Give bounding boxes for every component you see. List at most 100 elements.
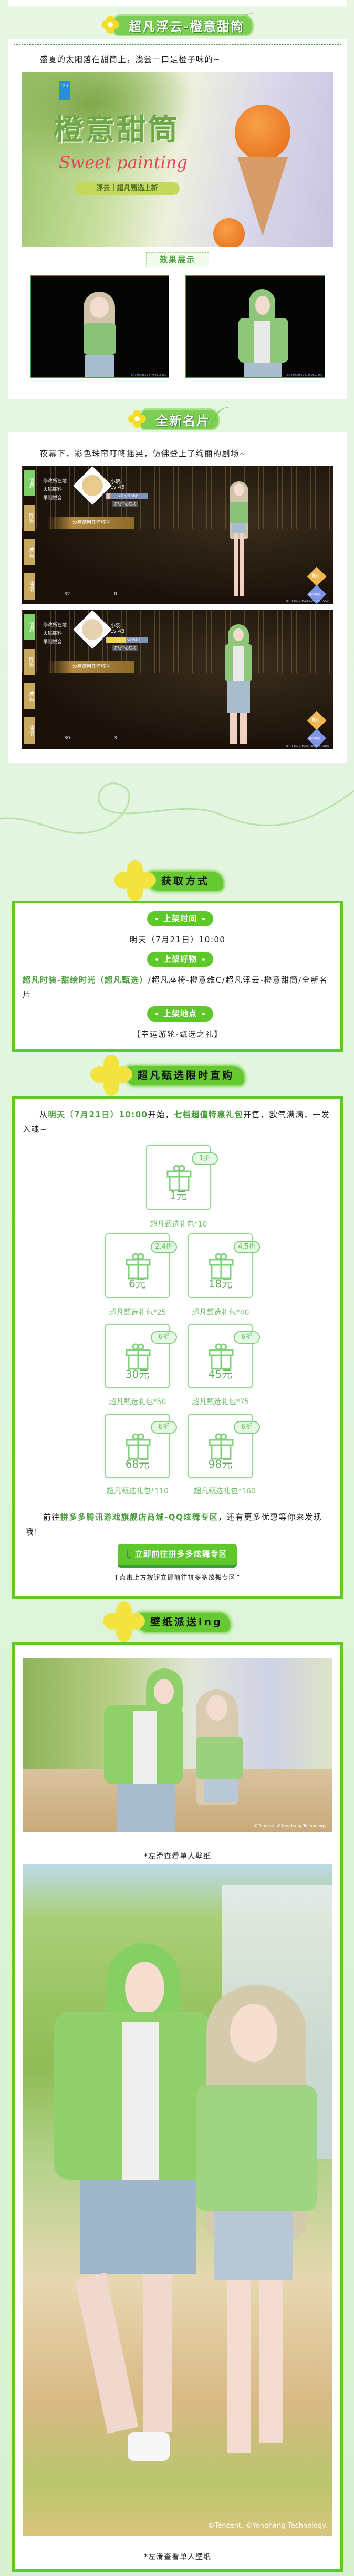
gift-label: 超凡甄选礼包*10 [150,1220,207,1229]
gift-label: 超凡甄选礼包*50 [109,1398,166,1406]
wallpaper-caption: *左滑查看单人壁纸 [144,2553,211,2561]
gift-icon [126,1253,151,1280]
intro-text: 开始， [148,1110,174,1119]
namecard-id: ID:3397985944753815552 [286,600,329,603]
flower-icon [114,860,156,901]
place-value: 【幸运游轮-甄选之礼】 [132,1029,223,1039]
previous-card [8,0,347,6]
gift-pack-card: 6折 45元 [188,1324,260,1388]
discount-badge: 1折 [192,1152,218,1165]
gift-price: 45元 [208,1368,233,1380]
hotpot-row: 火锅底料 [43,631,63,636]
release-time-value: 明天（7月21日）10:00 [129,935,226,944]
side-tab-achievement[interactable]: 成就 [24,683,35,709]
namecard-id: ID:3397985940459110400 [286,745,329,748]
discount-badge: 6折 [151,1421,177,1434]
side-tab-partner[interactable]: 伴侣 [24,573,35,600]
photo-id: ID:3397985944753815552 [131,374,166,377]
button-note: ↑点击上方按钮立即前往拼多多炫舞专区↑ [113,1574,242,1581]
outro-store: 拼多多腾讯游戏旗舰店商城-QQ炫舞专区 [60,1512,218,1522]
effect-label: 效果展示 [146,252,209,267]
section-banner-namecard: 全新名片 [128,403,241,437]
player-name: 小璐 [110,479,121,485]
go-to-pinduoduo-button[interactable]: 立即前往拼多多炫舞专区 [118,1544,237,1565]
wallpaper-couple-landscape[interactable]: ©Tencent. ©Yonghang Technology. [23,1658,332,1832]
intro-text: 开售，欧气满满，一发入魂~ [23,1110,330,1134]
flower-icon [103,1601,145,1642]
side-tab-achievement[interactable]: 成就 [24,539,35,565]
flower-count[interactable]: 3 [114,736,117,741]
like-count[interactable]: 30 [64,736,70,741]
decorative-curve [0,782,354,834]
gift-price: 1元 [170,1189,187,1202]
side-tab-partner[interactable]: 伴侣 [24,717,35,744]
copyright: ©Tencent. ©Yonghang Technology. [254,1823,327,1828]
effect-label-text: 效果展示 [159,255,195,264]
gift-label: 超凡甄选礼包*40 [192,1308,249,1317]
title-bar[interactable]: 没有使用任何称号 [47,517,134,529]
save-label: 保存 [311,573,320,578]
cone-description: 盛夏的太阳落在甜筒上，浅尝一口是橙子味的~ [40,55,221,64]
gift-pack-card: 2.4折 6元 [105,1233,177,1298]
discount-badge: 4.5折 [234,1241,260,1253]
side-tab-album[interactable]: 图鉴 [24,505,35,531]
discount-badge: 6折 [234,1331,260,1344]
player-level: Lv 45 [110,485,125,490]
exit-preview-label: 退出预览 [308,737,321,740]
cone-illustration [237,157,288,236]
exp-text: 4105/8501 [118,637,141,642]
game-center-badge: 游戏中心启动 [112,645,138,651]
photo-id: ID:3397985940459110400 [287,374,322,377]
gift-price: 30元 [125,1368,150,1380]
gift-price: 98元 [208,1458,233,1470]
gift-pack-card: 4.5折 18元 [188,1233,260,1298]
shop-outro: 前往拼多多腾讯游戏旗舰店商城-QQ炫舞专区，还有更多优惠等你来发现哦！ [25,1510,335,1539]
banner-subtitle: 浮云丨超凡甄选上新 [75,182,180,195]
voice-row[interactable]: 录制悦音 [43,496,63,501]
discount-badge: 2.4折 [151,1241,177,1253]
gift-label: 超凡甄选礼包*25 [109,1308,166,1317]
gift-pack-card: 6折 30元 [105,1324,177,1388]
exp-text: 705/9368 [118,493,139,498]
heading-acquire: 获取方式 [114,860,230,901]
gift-icon [126,1343,151,1370]
outro-text: ，还有更多优惠等你来发现哦！ [25,1512,322,1537]
gift-icon [166,1165,192,1191]
intro-packs: 七档超值特惠礼包 [174,1110,244,1119]
discount-badge: 6折 [234,1421,260,1434]
namecard-screenshot-male: 信息 图鉴 成就 伴侣 修改所在地 火锅底料 录制悦音 小羽 Lv 43 410… [22,610,333,749]
player-name: 小羽 [110,623,121,629]
gift-price: 68元 [125,1458,150,1470]
gift-label: 超凡甄选礼包*160 [194,1487,256,1496]
player-level: Lv 43 [110,628,125,634]
gift-pack-card: 6折 98元 [188,1414,260,1478]
title-bar[interactable]: 没有使用任何称号 [47,661,134,673]
side-tab-info[interactable]: 信息 [24,470,35,496]
namecard-screenshot-female: 信息 图鉴 成就 伴侣 修改所在地 火锅底料 录制悦音 小璐 Lv 45 705… [22,466,333,604]
title-text: 没有使用任何称号 [72,520,111,525]
gift-pack-card: 1折 1元 [146,1145,218,1210]
flower-count[interactable]: 0 [114,592,117,597]
shop-intro: 从明天（7月21日）10:00开始，七档超值特惠礼包开售，欧气满满，一发入魂~ [23,1107,335,1137]
flower-icon [128,410,146,428]
namecard-description: 夜幕下，彩色珠帘叮咚摇晃，仿佛登上了绚丽的剧场~ [40,449,247,458]
shop-box: 从明天（7月21日）10:00开始，七档超值特惠礼包开售，欧气满满，一发入魂~ … [12,1096,343,1599]
heading-title: 超凡甄选限时直购 [138,1070,235,1081]
banner-script: Sweet painting [59,152,188,172]
gift-icon [209,1253,234,1280]
like-count[interactable]: 32 [64,592,70,597]
orange-illustration [235,105,290,160]
location-row[interactable]: 修改所在地 [43,479,67,484]
voice-row[interactable]: 录制悦音 [43,640,63,645]
items-text: 超凡时装-甜绘时光（超凡甄选）/超凡座椅-橙意维C/超凡浮云-橙意甜筒/全新名片 [23,973,335,1002]
button-label: 立即前往拼多多炫舞专区 [134,1549,227,1559]
wallpaper-couple-portrait[interactable]: ©Tencent. ©Yonghang Technology. [23,1864,332,2536]
heading-title: 壁纸派送ing [150,1616,223,1628]
exp-bar: 4105/8501 [106,637,148,643]
location-row[interactable]: 修改所在地 [43,623,67,628]
section-title: 超凡浮云-橙意甜筒 [129,19,244,34]
exit-preview-label: 退出预览 [308,593,321,596]
side-tab-album[interactable]: 图鉴 [24,649,35,675]
side-tab-info[interactable]: 信息 [24,614,35,640]
age-rating-badge: 12+ [59,81,70,100]
